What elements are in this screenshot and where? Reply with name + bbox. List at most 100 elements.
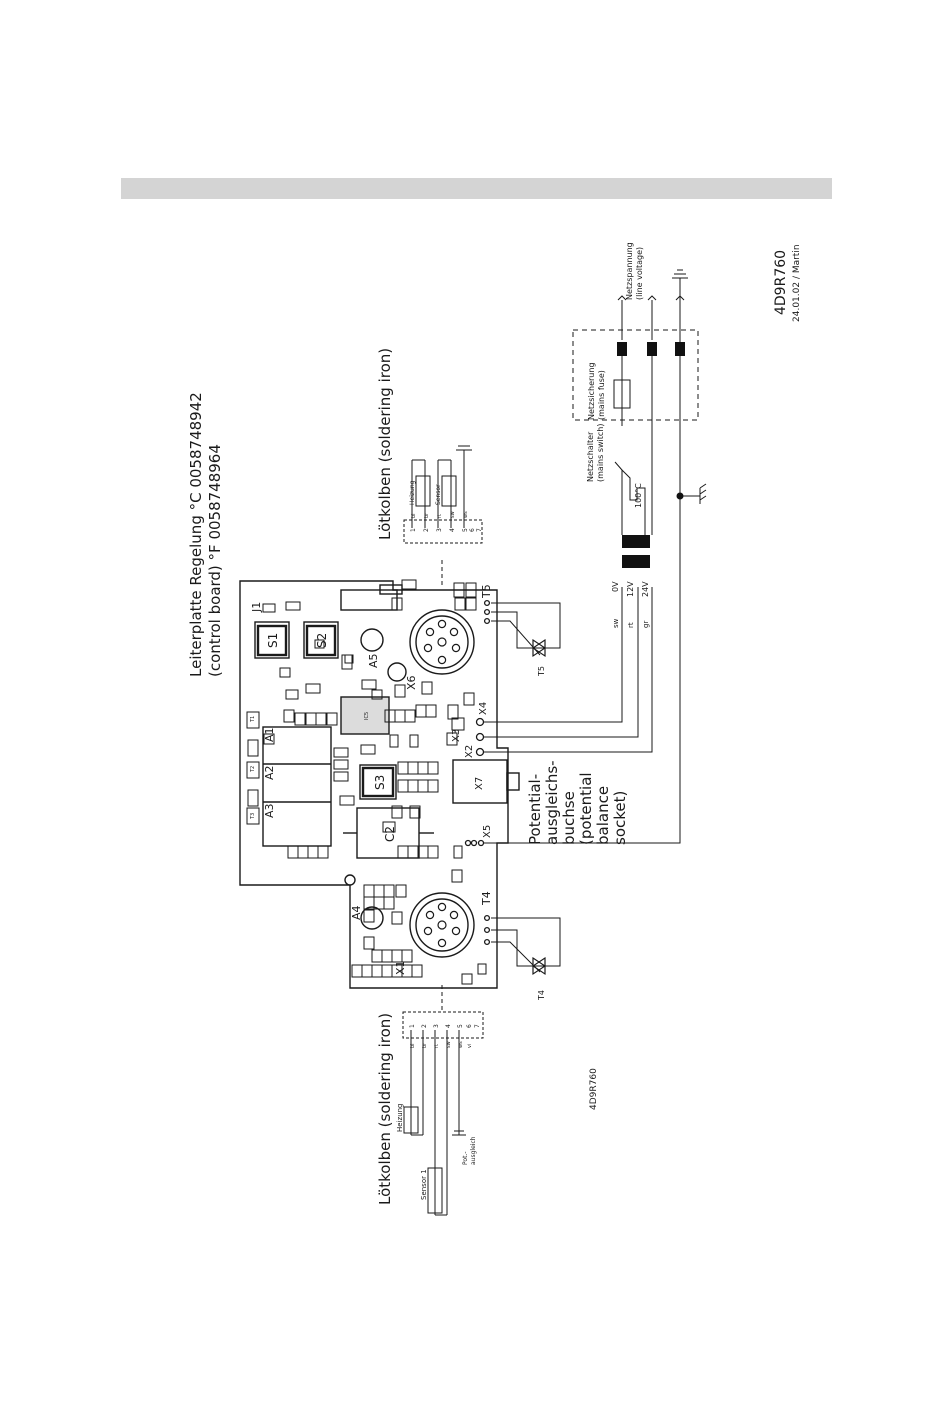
board-component <box>315 712 327 726</box>
board-component <box>391 949 403 963</box>
board-component <box>391 805 403 819</box>
board-component <box>246 711 260 729</box>
board-component <box>427 845 439 859</box>
board-component <box>363 909 375 923</box>
board-component <box>382 821 396 833</box>
iron-left-pin: 5 <box>457 1024 464 1028</box>
board-component <box>285 689 299 700</box>
label-ic5: IC5 <box>364 712 370 720</box>
label-s1: S1 <box>266 633 280 648</box>
board-component <box>417 779 429 793</box>
wire-rt: rt <box>627 622 635 628</box>
small-components <box>246 579 487 985</box>
iron-right-wire: rt <box>437 514 443 518</box>
board-component <box>351 964 363 978</box>
line-voltage-label: Netzspannung(line voltage) <box>625 242 644 300</box>
board-component <box>326 712 338 726</box>
board-terminals <box>464 599 491 946</box>
label-a1: A1 <box>263 727 276 742</box>
board-component <box>407 761 419 775</box>
iron-left-sensor: Sensor 1 <box>420 1169 428 1200</box>
board-component <box>283 709 295 723</box>
label-a2: A2 <box>263 765 276 780</box>
iron-left-pin: 1 <box>409 1024 416 1028</box>
iron-left-wire: vi <box>467 1044 473 1048</box>
label-j1: J1 <box>250 602 263 613</box>
board-component <box>401 949 413 963</box>
board-component <box>381 964 393 978</box>
board-component <box>427 779 439 793</box>
board-component <box>447 704 459 720</box>
tap-0v: 0V <box>611 581 620 592</box>
iron-left-pin: 7 <box>474 1024 481 1028</box>
label-x5: X5 <box>482 825 493 838</box>
iron-left-wire: bl <box>410 1043 416 1048</box>
mains-switch-label: Netzschalter(mains switch) <box>586 424 605 482</box>
board-component <box>407 779 419 793</box>
board-component <box>262 603 276 613</box>
board-component <box>246 761 260 779</box>
board-component <box>341 654 353 670</box>
board-component <box>425 704 437 718</box>
triac-symbols <box>532 638 546 976</box>
iron-left-pin: 3 <box>433 1024 440 1028</box>
board-component <box>297 845 309 859</box>
board-component <box>344 654 354 664</box>
board-component <box>246 807 260 825</box>
board-component <box>394 684 406 698</box>
mains-fuse-label: Netzsicherung(mains fuse) <box>587 362 606 420</box>
board-component <box>397 761 409 775</box>
tap-24v: 24V <box>641 581 650 597</box>
iron-right-heater: Heizung <box>409 480 416 505</box>
label-x4: X4 <box>478 702 489 715</box>
board-component <box>409 734 419 748</box>
board-component <box>361 964 373 978</box>
board-component <box>333 771 349 782</box>
board-component <box>373 884 385 898</box>
iron-right-title: Lötkolben (soldering iron) <box>376 348 394 540</box>
board-component <box>404 709 416 723</box>
board-component <box>279 667 291 678</box>
board-component <box>465 582 477 598</box>
board-component <box>381 949 393 963</box>
wire-gr: gr <box>642 621 650 628</box>
iron-left-heater: Heizung <box>396 1103 404 1132</box>
label-x2: X2 <box>464 745 475 758</box>
board-component <box>407 845 419 859</box>
board-component <box>314 639 325 649</box>
board-component <box>317 845 329 859</box>
iron-left-pin: 2 <box>421 1024 428 1028</box>
label-a5: A5 <box>367 653 380 668</box>
balance-socket-label: Potential- ausgleichs- buchse (potential… <box>526 756 629 845</box>
board-component <box>371 689 383 700</box>
board-component <box>287 845 299 859</box>
board-component <box>453 582 465 598</box>
title-line2: (control board) °F 0058748964 <box>206 444 224 677</box>
board-component <box>247 789 259 807</box>
iron-left-wire: rt <box>434 1044 440 1048</box>
board-component <box>417 761 429 775</box>
iron-left-wire: sw <box>446 1041 452 1048</box>
iron-right-pin: 3 <box>436 528 443 532</box>
iron-left-title: Lötkolben (soldering iron) <box>376 1013 394 1205</box>
board-component <box>333 747 349 758</box>
board-component <box>333 759 349 770</box>
board-component <box>451 717 465 731</box>
label-t4: T4 <box>480 891 493 906</box>
board-component <box>463 692 475 706</box>
board-component <box>395 884 407 898</box>
thermo-label: 100°C <box>634 483 643 508</box>
iron-left-pin: 4 <box>445 1024 452 1028</box>
iron-left-wire: br <box>422 1042 428 1048</box>
label-t4-outer: T4 <box>537 990 546 1001</box>
doc-id-small: 4D9R760 <box>589 1068 599 1110</box>
iron-right-wire: sw <box>450 511 456 518</box>
board-component <box>427 761 439 775</box>
board-component <box>397 779 409 793</box>
board-component <box>363 936 375 950</box>
label-t1: T1 <box>250 716 256 723</box>
label-a3: A3 <box>263 803 276 818</box>
iron-left-wire: ws <box>458 1041 464 1048</box>
